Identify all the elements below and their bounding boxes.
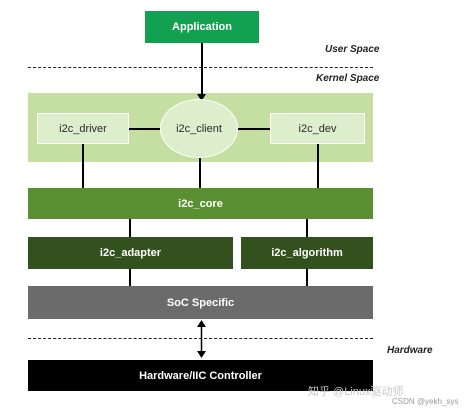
adapter-soc-connector [129, 269, 131, 286]
app-connector [201, 43, 203, 96]
core-adapter-connector [129, 219, 131, 237]
core-algorithm-connector [306, 219, 308, 237]
user-space-label: User Space [325, 44, 380, 55]
site-watermark: 知乎 @Linux驱动师 [308, 386, 404, 398]
i2c-adapter-box: i2c_adapter [28, 237, 233, 269]
user-kernel-divider [28, 67, 373, 68]
csdn-watermark: CSDN @yekh_sys [392, 397, 459, 406]
dev-core-connector [317, 144, 319, 188]
app-down-arrowhead [197, 94, 206, 101]
soc-hw-arrowhead-down [197, 351, 206, 358]
hardware-controller-box: Hardware/IIC Controller [28, 360, 373, 391]
soc-hw-arrowhead-up [197, 320, 206, 327]
i2c-algorithm-box: i2c_algorithm [241, 237, 373, 269]
i2c-dev-box: i2c_dev [270, 113, 365, 144]
i2c-core-box: i2c_core [28, 188, 373, 219]
driver-client-connector [129, 128, 160, 130]
driver-core-connector [82, 144, 84, 188]
client-dev-connector [238, 128, 270, 130]
soc-specific-box: SoC Specific [28, 286, 373, 319]
i2c-driver-box: i2c_driver [37, 113, 129, 144]
application-box: Application [145, 11, 259, 43]
kernel-hardware-divider [28, 338, 373, 339]
hardware-label: Hardware [387, 345, 433, 356]
client-core-connector [199, 158, 201, 188]
kernel-space-label: Kernel Space [316, 73, 380, 84]
i2c-client-ellipse: i2c_client [160, 99, 238, 158]
algorithm-soc-connector [306, 269, 308, 286]
